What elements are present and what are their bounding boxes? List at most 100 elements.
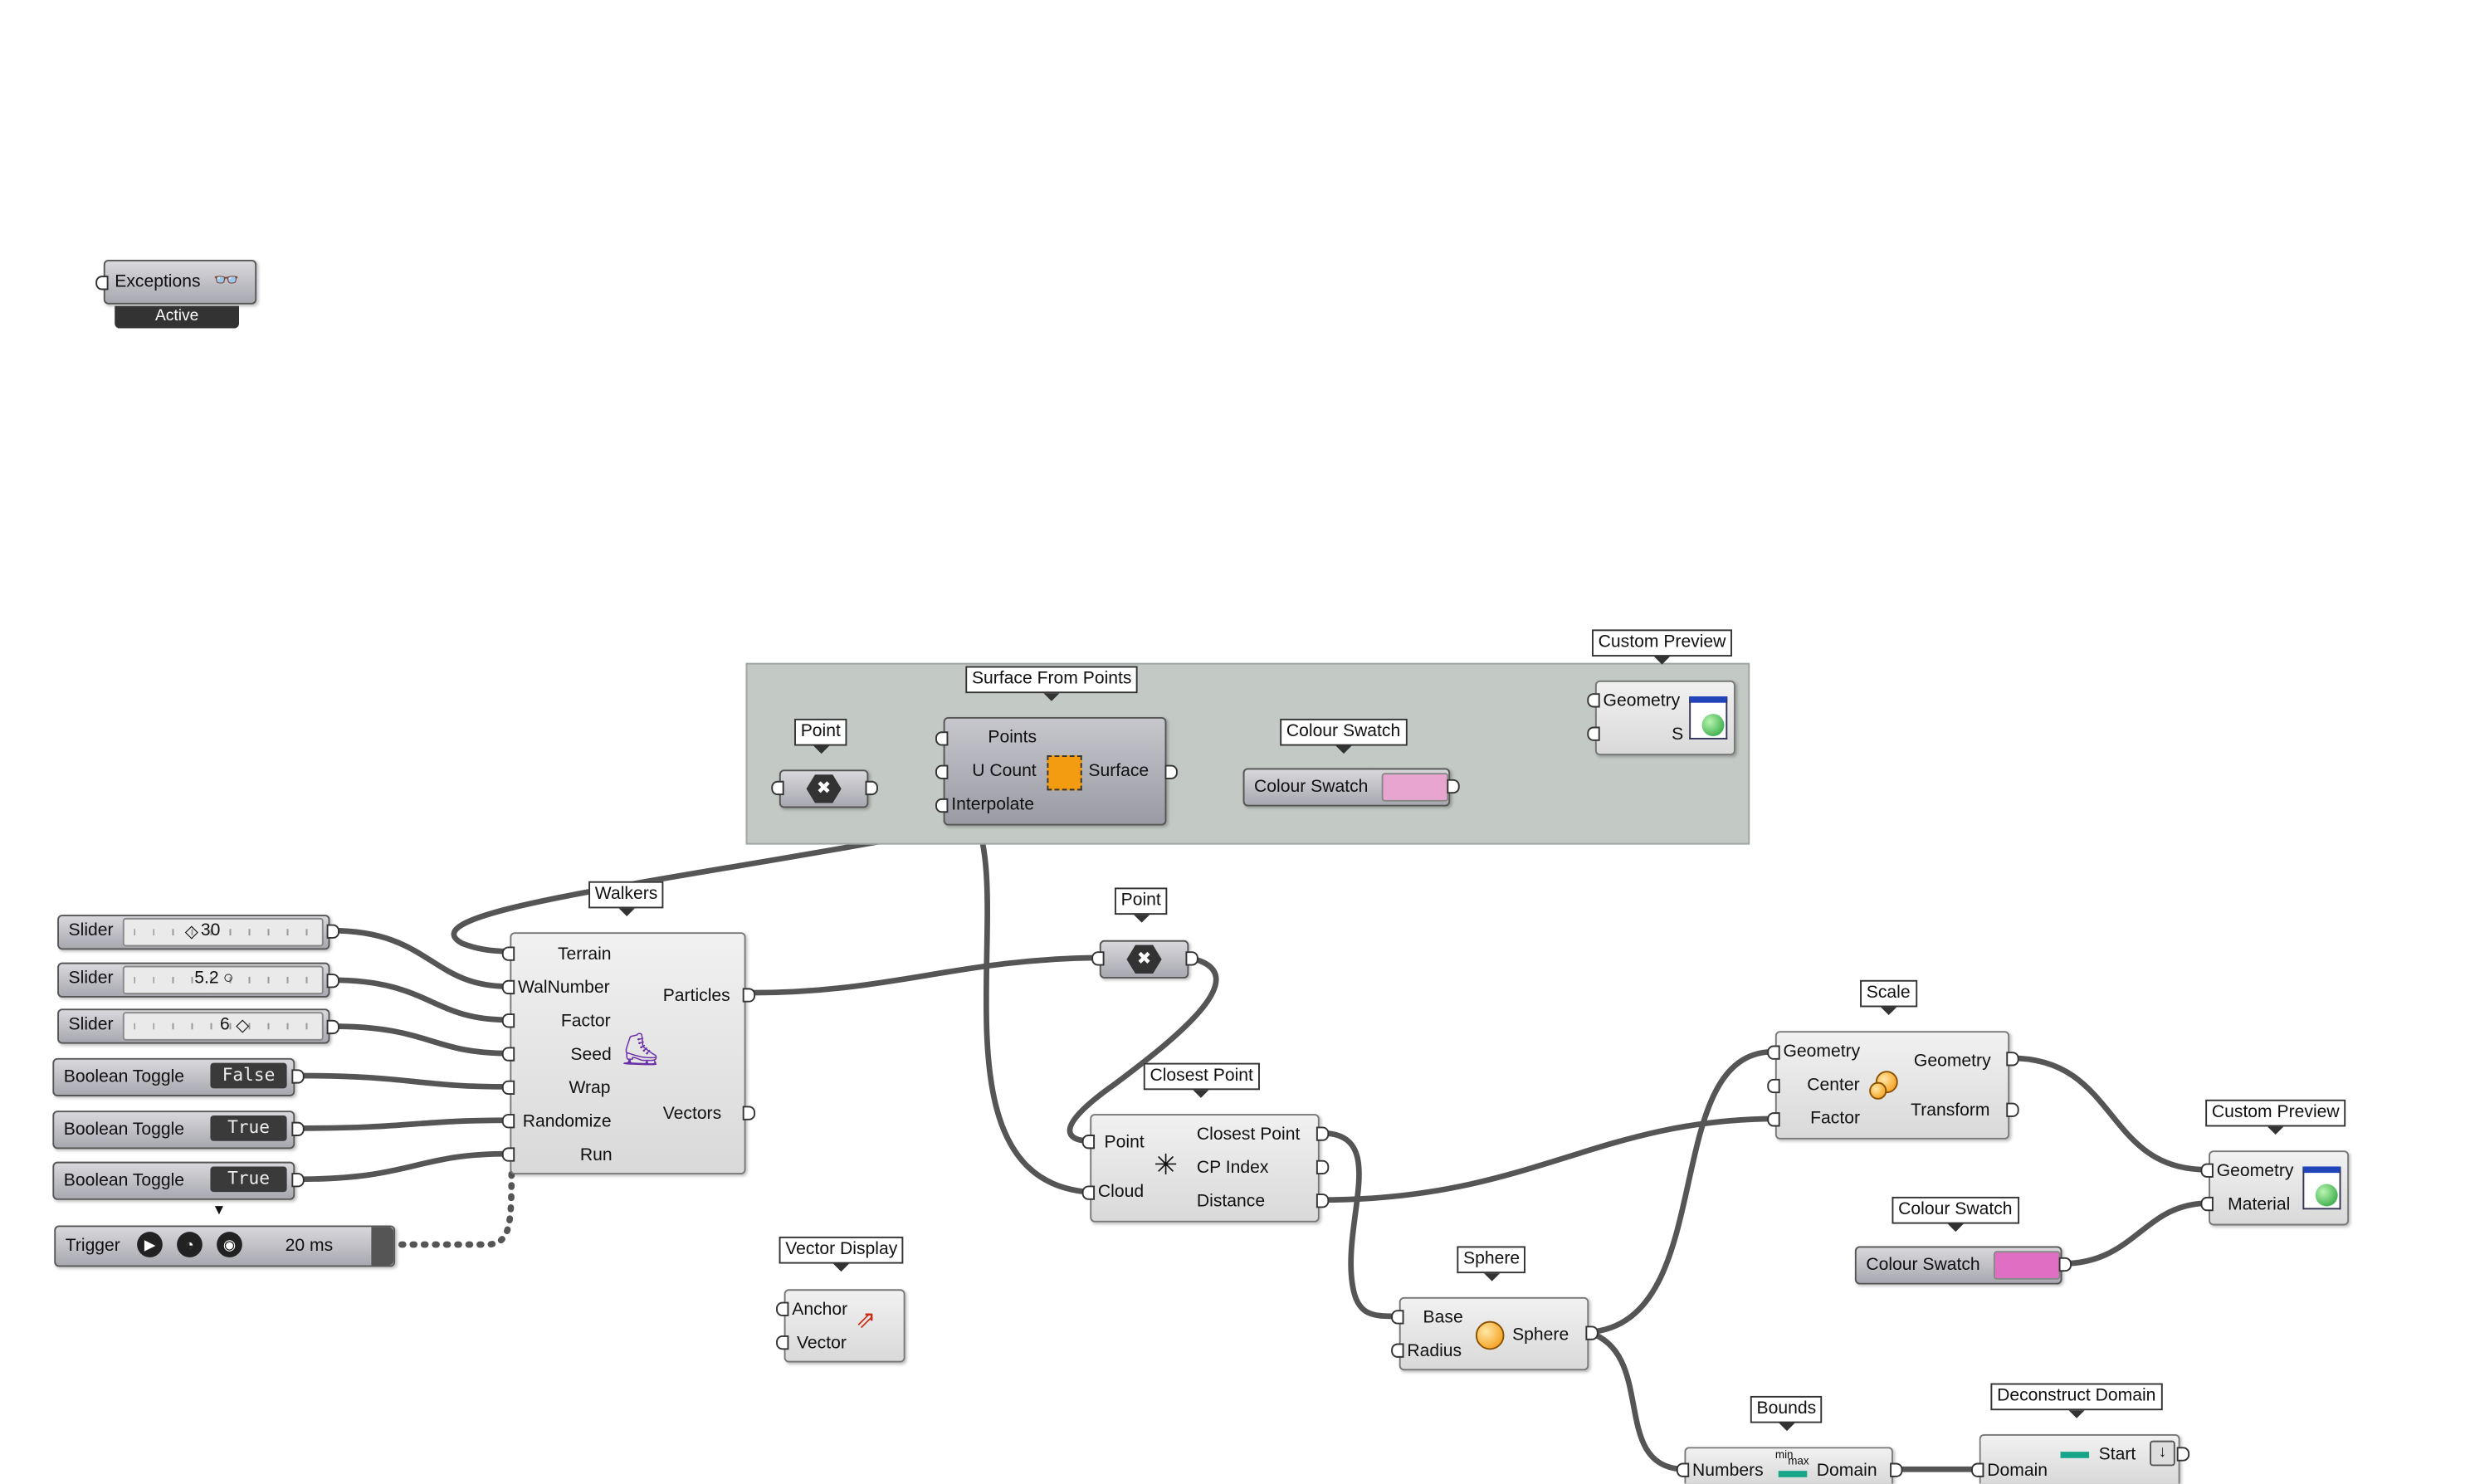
closest-point-component[interactable]: Point Cloud Closest Point CP Index Dista…: [1090, 1114, 1320, 1223]
toggle1-value[interactable]: False: [210, 1062, 287, 1089]
closest-port-cloud[interactable]: [1081, 1185, 1096, 1200]
point2-output-port[interactable]: [1185, 951, 1198, 966]
walkers-component[interactable]: Terrain WalNumber Factor Seed Wrap Rando…: [510, 932, 746, 1175]
slider1-handle[interactable]: ◇: [184, 922, 198, 942]
sphere-component[interactable]: Base Radius Sphere: [1399, 1296, 1589, 1371]
wire-distance-to-factor: [1318, 1115, 1777, 1203]
arrow-down-icon[interactable]: ↓: [2150, 1440, 2175, 1467]
deconstruct-port-start[interactable]: [2176, 1447, 2190, 1462]
surface-port-interpolate[interactable]: [935, 798, 949, 813]
slider1-output-port[interactable]: [326, 924, 339, 939]
timer-icon[interactable]: ◔: [177, 1232, 203, 1257]
walkers-port-randomize[interactable]: [501, 1114, 515, 1129]
slider2-track[interactable]: 5.2 ○: [122, 965, 324, 995]
walkers-port-walnumber[interactable]: [501, 979, 515, 995]
walkers-port-wrap[interactable]: [501, 1080, 515, 1096]
boolean-toggle-run[interactable]: Boolean Toggle True: [52, 1161, 295, 1200]
toggle2-output-port[interactable]: [291, 1121, 305, 1136]
bounds-port-domain[interactable]: [1890, 1462, 1903, 1477]
component-group[interactable]: [745, 662, 1750, 845]
closest-port-cp-index[interactable]: [1316, 1159, 1330, 1175]
glasses-icon: 👓: [213, 267, 240, 292]
walkers-port-factor[interactable]: [501, 1013, 515, 1028]
colour-swatch1-tag: Colour Swatch: [1280, 718, 1407, 754]
slider3-output-port[interactable]: [326, 1019, 339, 1035]
stop-icon[interactable]: ◉: [217, 1232, 242, 1257]
walkers-port-particles[interactable]: [742, 988, 756, 1003]
slider-seed[interactable]: Slider 6 ◇: [57, 1008, 330, 1044]
walkers-port-run[interactable]: [501, 1147, 515, 1162]
exceptions-component[interactable]: Exceptions 👓: [103, 259, 257, 305]
surface-from-points-component[interactable]: Points U Count Interpolate Surface: [943, 717, 1167, 826]
closest-port-distance[interactable]: [1316, 1194, 1330, 1208]
custom-preview2-component[interactable]: Geometry Material: [2209, 1150, 2350, 1226]
slider3-handle[interactable]: ◇: [236, 1016, 250, 1036]
closest-port-closest-point[interactable]: [1316, 1126, 1330, 1141]
surface-port-ucount[interactable]: [935, 764, 949, 779]
point1-component[interactable]: ✖: [779, 769, 869, 808]
slider1-track[interactable]: ◇ 30: [122, 917, 324, 947]
custom-preview1-input-s: S: [1672, 725, 1684, 744]
colour-swatch2-color[interactable]: [1993, 1251, 2061, 1280]
deconstruct-port-domain[interactable]: [1971, 1462, 1984, 1477]
boolean-toggle-wrap[interactable]: Boolean Toggle False: [52, 1057, 295, 1096]
custom-preview2-port-material[interactable]: [2200, 1196, 2214, 1212]
point2-close-icon: ✖: [1126, 945, 1162, 974]
colour-swatch1-component[interactable]: Colour Swatch: [1242, 768, 1451, 807]
vector-display-port-vector[interactable]: [776, 1335, 789, 1350]
colour-swatch1-color[interactable]: [1381, 773, 1449, 802]
toggle2-value[interactable]: True: [210, 1115, 287, 1141]
sphere-port-radius[interactable]: [1391, 1343, 1404, 1358]
scale-input-center: Center: [1807, 1076, 1860, 1096]
scale-port-center[interactable]: [1767, 1078, 1780, 1094]
sphere-port-output[interactable]: [1585, 1325, 1599, 1340]
trigger-component[interactable]: Trigger ▶ ◔ ◉ 20 ms: [54, 1225, 396, 1267]
trigger-handle[interactable]: [371, 1227, 394, 1266]
walkers-input-walnumber: WalNumber: [518, 978, 610, 998]
toggle1-output-port[interactable]: [291, 1069, 305, 1084]
closest-point-icon: ✳: [1154, 1149, 1179, 1181]
custom-preview1-component[interactable]: Geometry S: [1594, 680, 1735, 756]
surface-port-output[interactable]: [1164, 764, 1178, 779]
scale-port-out-geometry[interactable]: [2006, 1052, 2019, 1067]
colour-swatch1-output-port[interactable]: [1447, 779, 1460, 794]
walkers-port-vectors[interactable]: [742, 1106, 756, 1120]
slider2-output-port[interactable]: [326, 974, 339, 989]
custom-preview1-port-geometry[interactable]: [1587, 693, 1600, 708]
walkers-port-terrain[interactable]: [501, 946, 515, 961]
slider3-track[interactable]: 6 ◇: [122, 1012, 324, 1041]
slider-factor[interactable]: Slider 5.2 ○: [57, 962, 330, 998]
bounds-port-numbers[interactable]: [1676, 1462, 1690, 1477]
custom-preview1-port-s[interactable]: [1587, 726, 1600, 741]
exceptions-input-port[interactable]: [95, 276, 109, 290]
bounds-component[interactable]: Numbers Domain min max: [1684, 1447, 1893, 1484]
custom-preview2-port-geometry[interactable]: [2200, 1163, 2214, 1178]
sphere-port-base[interactable]: [1391, 1310, 1404, 1325]
sphere-icon: [1475, 1320, 1505, 1350]
point2-component[interactable]: ✖: [1099, 940, 1189, 979]
point2-input-port[interactable]: [1091, 951, 1105, 966]
vector-display-port-anchor[interactable]: [776, 1301, 789, 1316]
vector-display-component[interactable]: Anchor Vector ⇗: [783, 1289, 906, 1363]
slider-walnumber[interactable]: Slider ◇ 30: [57, 915, 330, 950]
play-icon[interactable]: ▶: [137, 1232, 163, 1257]
closest-port-point[interactable]: [1081, 1135, 1096, 1150]
boolean-toggle-randomize[interactable]: Boolean Toggle True: [52, 1111, 295, 1150]
colour-swatch2-component[interactable]: Colour Swatch: [1854, 1246, 2062, 1285]
scale-port-out-transform[interactable]: [2006, 1102, 2019, 1117]
point1-output-port[interactable]: [865, 780, 878, 796]
scale-port-geometry[interactable]: [1767, 1045, 1780, 1060]
point1-input-port[interactable]: [771, 780, 784, 796]
scale-port-factor[interactable]: [1767, 1112, 1780, 1127]
toggle3-output-port[interactable]: [291, 1173, 305, 1188]
closest-point-tag: Closest Point: [1143, 1062, 1260, 1098]
walkers-port-seed[interactable]: [501, 1047, 515, 1062]
surface-port-points[interactable]: [935, 731, 949, 746]
scale-component[interactable]: Geometry Center Factor Geometry Transfor…: [1774, 1031, 2010, 1140]
deconstruct-domain-component[interactable]: Domain Start ↓: [1979, 1434, 2180, 1484]
toggle3-value[interactable]: True: [210, 1166, 287, 1193]
slider2-handle[interactable]: ○: [222, 969, 234, 989]
colour-swatch2-output-port[interactable]: [2058, 1257, 2072, 1272]
wire-point-to-closestpoint: [1067, 954, 1219, 1145]
